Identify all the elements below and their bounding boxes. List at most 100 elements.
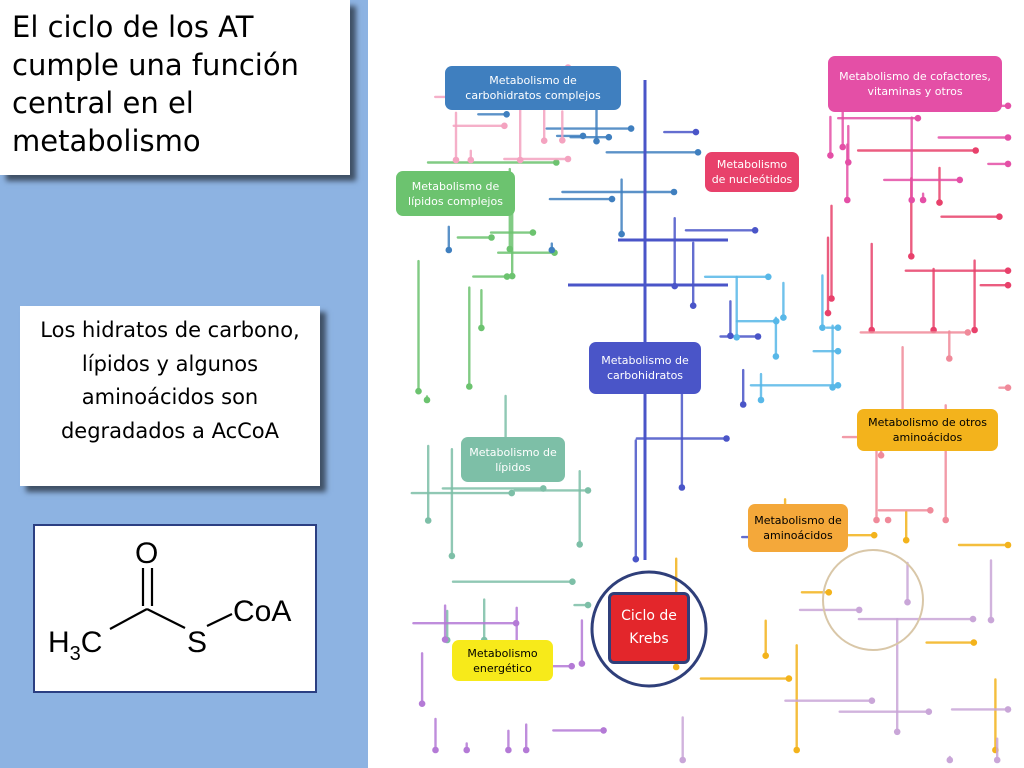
bond-s-coa bbox=[206, 613, 233, 627]
label-krebs: Ciclo de Krebs bbox=[608, 592, 690, 664]
pathway-node-50 bbox=[516, 156, 524, 164]
label-other-amino: Metabolismo de otros aminoácidos bbox=[857, 409, 998, 451]
pathway-node-1 bbox=[478, 324, 485, 332]
label-nucleotides: Metabolismo de nucleótidos bbox=[705, 152, 799, 192]
pathway-node-96 bbox=[1004, 160, 1012, 168]
pathway-node-65 bbox=[727, 332, 734, 340]
pathway-node-25 bbox=[505, 746, 512, 754]
pathway-node-78 bbox=[971, 326, 978, 334]
coa-group: CoA bbox=[233, 595, 291, 628]
pathway-node-62 bbox=[689, 302, 697, 310]
label-energy: Metabolismo energético bbox=[452, 640, 553, 681]
amino-cycle-ring bbox=[822, 549, 924, 651]
pathway-node-86 bbox=[1004, 281, 1012, 289]
pathway-node-104 bbox=[825, 589, 833, 596]
pathway-node-34 bbox=[593, 137, 600, 145]
pathway-node-91 bbox=[914, 114, 922, 122]
bond-c-ch3 bbox=[109, 608, 148, 630]
pathway-node-114 bbox=[942, 516, 949, 524]
pathway-node-45 bbox=[564, 155, 572, 163]
pathway-node-15 bbox=[508, 489, 515, 497]
label-lipids-complex: Metabolismo de lípidos complejos bbox=[396, 171, 515, 216]
pathway-node-128 bbox=[946, 756, 954, 764]
pathway-node-57 bbox=[751, 227, 759, 234]
pathway-node-100 bbox=[970, 639, 978, 646]
pathway-node-118 bbox=[873, 516, 880, 524]
pathway-node-103 bbox=[902, 536, 910, 544]
pathway-node-58 bbox=[692, 128, 700, 136]
pathway-node-8 bbox=[466, 383, 473, 390]
pathway-node-51 bbox=[452, 156, 460, 164]
pathway-node-68 bbox=[834, 324, 842, 332]
metabolic-map: Metabolismo de carbohidratos complejos M… bbox=[368, 0, 1024, 768]
oxygen-atom: O bbox=[135, 537, 158, 570]
pathway-node-105 bbox=[793, 746, 800, 754]
pathway-node-43 bbox=[548, 246, 556, 254]
pathway-node-129 bbox=[868, 697, 876, 704]
pathway-node-72 bbox=[834, 347, 842, 355]
slide-title: El ciclo de los AT cumple una función ce… bbox=[12, 10, 299, 158]
bond-c-s bbox=[146, 608, 186, 629]
pathway-node-30 bbox=[522, 746, 530, 754]
pathway-node-23 bbox=[463, 746, 470, 754]
pathway-node-73 bbox=[780, 314, 787, 321]
pathway-node-41 bbox=[605, 133, 613, 141]
label-lipids: Metabolismo de lípidos bbox=[461, 437, 565, 482]
pathway-node-59 bbox=[678, 484, 686, 491]
pathway-node-108 bbox=[1004, 541, 1012, 549]
pathway-node-54 bbox=[467, 156, 475, 164]
info-card: Los hidratos de carbono, lípidos y algun… bbox=[20, 306, 320, 486]
pathway-node-36 bbox=[608, 195, 616, 203]
pathway-node-130 bbox=[969, 615, 977, 623]
pathway-node-132 bbox=[679, 756, 686, 764]
pathway-node-90 bbox=[827, 152, 834, 159]
methyl-group: H3C bbox=[48, 626, 102, 665]
sulfur-atom: S bbox=[187, 626, 207, 659]
pathway-node-56 bbox=[739, 401, 747, 408]
pathway-node-44 bbox=[670, 188, 678, 196]
pathway-node-125 bbox=[893, 728, 901, 736]
pathway-node-18 bbox=[448, 552, 456, 560]
pathway-node-33 bbox=[578, 660, 586, 667]
pathway-node-7 bbox=[415, 387, 422, 395]
pathway-node-83 bbox=[936, 199, 943, 206]
pathway-node-84 bbox=[1004, 267, 1012, 275]
pathway-node-52 bbox=[559, 137, 566, 144]
pathway-node-119 bbox=[877, 452, 885, 459]
pathway-node-87 bbox=[828, 295, 835, 302]
pathway-node-2 bbox=[503, 273, 511, 280]
pathway-node-67 bbox=[733, 334, 740, 341]
pathway-node-82 bbox=[824, 309, 832, 317]
pathway-node-89 bbox=[1004, 102, 1012, 110]
pathway-node-9 bbox=[423, 396, 431, 404]
pathway-node-63 bbox=[754, 333, 762, 340]
pathway-node-11 bbox=[488, 234, 495, 241]
pathway-node-20 bbox=[584, 601, 592, 609]
acetyl-coa-structure: O H3C S CoA bbox=[33, 524, 317, 693]
pathway-node-14 bbox=[424, 517, 432, 524]
label-carb-complex: Metabolismo de carbohidratos complejos bbox=[445, 66, 621, 110]
carbohydrate-trunk bbox=[568, 80, 728, 560]
pathway-node-71 bbox=[772, 353, 780, 360]
pathway-node-61 bbox=[632, 555, 640, 563]
pathway-node-5 bbox=[508, 272, 516, 280]
pathway-node-40 bbox=[627, 125, 635, 132]
pathway-node-123 bbox=[925, 708, 933, 715]
pathway-network bbox=[410, 64, 1012, 764]
pathway-node-92 bbox=[919, 196, 927, 204]
pathway-node-113 bbox=[927, 507, 934, 514]
krebs-cycle-ring bbox=[590, 570, 708, 688]
pathway-node-10 bbox=[529, 229, 537, 236]
pathway-node-32 bbox=[418, 700, 426, 707]
pathway-node-42 bbox=[694, 149, 702, 156]
pathway-node-55 bbox=[540, 137, 548, 144]
info-text: Los hidratos de carbono, lípidos y algun… bbox=[40, 318, 300, 443]
pathway-node-28 bbox=[600, 727, 607, 734]
pathway-node-107 bbox=[870, 531, 878, 539]
pathway-node-110 bbox=[762, 652, 769, 659]
pathway-node-38 bbox=[445, 246, 453, 254]
pathway-node-77 bbox=[765, 273, 772, 281]
pathway-node-121 bbox=[1004, 384, 1012, 392]
pathway-node-88 bbox=[996, 213, 1003, 220]
pathway-node-37 bbox=[618, 230, 625, 238]
